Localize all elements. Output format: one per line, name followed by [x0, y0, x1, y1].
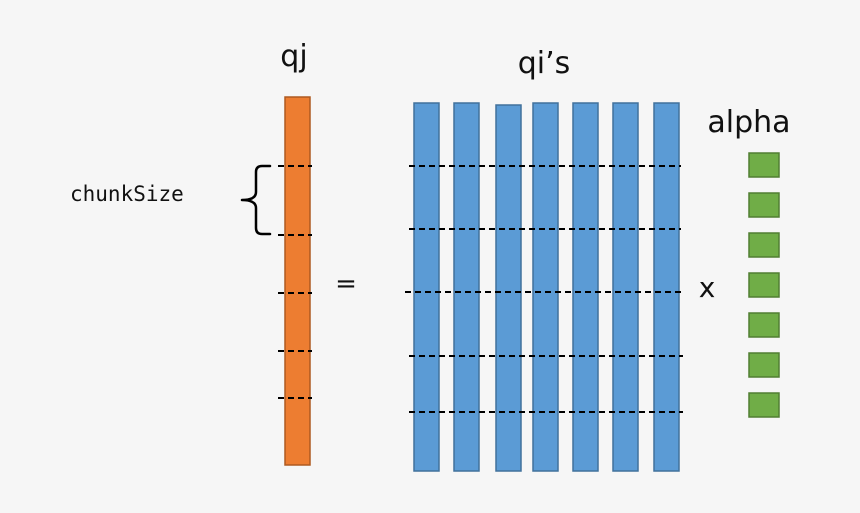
- qi-column: [413, 102, 440, 472]
- qi-column: [532, 102, 559, 472]
- chunk-size-label: chunkSize: [70, 182, 184, 206]
- alpha-label: alpha: [707, 105, 790, 140]
- alpha-square: [748, 352, 780, 378]
- alpha-square: [748, 272, 780, 298]
- alpha-square: [748, 312, 780, 338]
- alpha-square: [748, 192, 780, 218]
- qj-chunk-dividers: [278, 165, 312, 399]
- qj-vector: [284, 96, 311, 466]
- qi-columns: [413, 102, 680, 472]
- qi-column: [612, 102, 639, 472]
- chunk-size-brace: [240, 164, 272, 236]
- qi-column: [453, 102, 480, 472]
- equals-sign: =: [335, 269, 357, 299]
- alpha-coefficients: [748, 152, 780, 418]
- alpha-square: [748, 392, 780, 418]
- alpha-square: [748, 152, 780, 178]
- qi-column: [572, 102, 599, 472]
- multiply-sign: x: [699, 271, 716, 304]
- qi-column: [653, 102, 680, 472]
- qi-column: [495, 104, 522, 472]
- qis-label: qi’s: [518, 46, 571, 81]
- qj-label: qj: [280, 39, 307, 74]
- alpha-square: [748, 232, 780, 258]
- qi-chunk-dividers: [405, 165, 683, 413]
